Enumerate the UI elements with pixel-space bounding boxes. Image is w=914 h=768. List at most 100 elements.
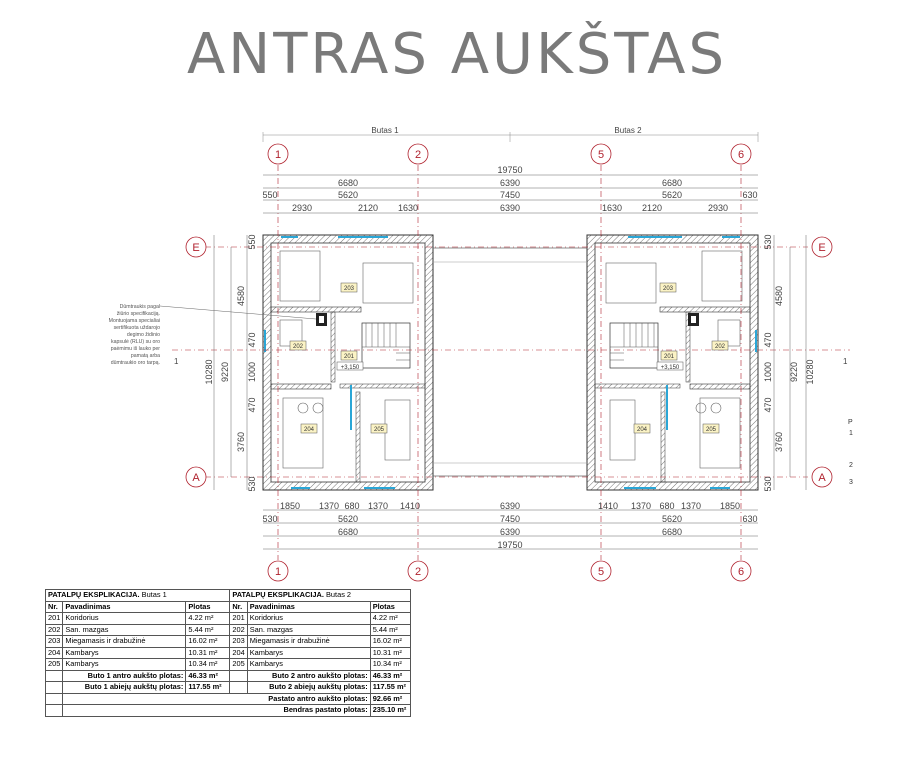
table-cell: 205: [44, 658, 64, 671]
table-summary-row: Buto 1 abiejų aukštų plotas: 117.55 m² B…: [44, 681, 411, 694]
dim-text: 5620: [338, 190, 358, 200]
table-cell: Kambarys: [62, 646, 187, 659]
dim-text: 1000: [247, 362, 257, 382]
table-cell: Miegamasis ir drabužinė: [62, 635, 187, 648]
table-summary-row: Buto 1 antro aukšto plotas: 46.33 m² But…: [44, 669, 411, 682]
room-tag: 205: [706, 427, 717, 433]
dim-text: 2930: [292, 203, 312, 213]
axis-label: 2: [415, 566, 421, 578]
dim-text: 6390: [500, 203, 520, 213]
dim-text: 680: [659, 501, 674, 511]
dim-text: 6390: [500, 501, 520, 511]
table-cell: 16.02 m²: [185, 635, 231, 648]
table-cell: 16.02 m²: [369, 635, 411, 648]
dim-text: 550: [247, 234, 257, 249]
summary-label: Buto 1 antro aukšto plotas:: [62, 669, 187, 682]
summary-label: Pastato antro aukšto plotas:: [62, 692, 371, 705]
dim-text: 9220: [789, 362, 799, 382]
page-title: ANTRAS AUKŠTAS: [187, 22, 727, 87]
table-cell: Kambarys: [246, 658, 371, 671]
dim-text: 1850: [280, 501, 300, 511]
dim-text: 6680: [338, 178, 358, 188]
table-cell: San. mazgas: [62, 623, 187, 636]
dim-text: 1370: [368, 501, 388, 511]
summary-value: 46.33 m²: [185, 669, 231, 682]
summary-value: 235.10 m²: [369, 704, 411, 717]
table-summary-row: Bendras pastato plotas: 235.10 m²: [44, 704, 411, 717]
section-mark: 1: [843, 357, 848, 366]
level-mark: +3,150: [341, 365, 360, 371]
room-tag: 202: [715, 344, 726, 350]
summary-label: Buto 1 abiejų aukštų plotas:: [62, 681, 187, 694]
dim-text: 3760: [774, 432, 784, 452]
dim-text: 470: [763, 397, 773, 412]
dim-text: 4580: [236, 286, 246, 306]
table-cell: Koridorius: [62, 612, 187, 625]
dim-text: 470: [247, 332, 257, 347]
table-cell: 10.31 m²: [369, 646, 411, 659]
axis-label: 5: [598, 149, 604, 161]
dim-text: 5620: [338, 514, 358, 524]
room-tag: 201: [344, 354, 355, 360]
floor-plan: 1 2 5 6 1 2 5 6 E E A A Butas 1 Butas 2 …: [109, 126, 853, 582]
note-line: paėmimu iš lauko per: [111, 346, 161, 352]
apartment-label: Butas 1: [371, 126, 399, 135]
dim-text: 2120: [358, 203, 378, 213]
table-cell: Koridorius: [246, 612, 371, 625]
room-tag: 201: [664, 354, 675, 360]
side-label: 3: [849, 479, 853, 486]
column-header: Plotas: [369, 600, 411, 613]
summary-label: Buto 2 abiejų aukštų plotas:: [246, 681, 371, 694]
table-cell: 202: [44, 623, 64, 636]
room-tag: 202: [293, 344, 304, 350]
dim-text: 3760: [236, 432, 246, 452]
room-tag: 204: [304, 427, 315, 433]
dim-text: 2120: [642, 203, 662, 213]
room-tag: 205: [374, 427, 385, 433]
table-cell: 4.22 m²: [369, 612, 411, 625]
dim-text: 1370: [681, 501, 701, 511]
table-title: PATALPŲ EKSPLIKACIJA. Butas 1: [44, 589, 231, 602]
table-cell: 205: [229, 658, 248, 671]
table-cell: Kambarys: [62, 658, 187, 671]
dim-text: 6680: [662, 178, 682, 188]
level-mark: +3,150: [661, 365, 680, 371]
table-cell: 203: [229, 635, 248, 648]
table-cell: 5.44 m²: [369, 623, 411, 636]
dim-text: 5620: [662, 190, 682, 200]
dim-text: 19750: [497, 540, 522, 550]
dim-text: 7450: [500, 190, 520, 200]
table-cell: Kambarys: [246, 646, 371, 659]
table-cell: 4.22 m²: [185, 612, 231, 625]
column-header: Nr.: [44, 600, 64, 613]
summary-value: 92.66 m²: [369, 692, 411, 705]
dim-text: 6390: [500, 178, 520, 188]
table-cell: 202: [229, 623, 248, 636]
dim-text: 1410: [400, 501, 420, 511]
dim-text: 470: [763, 332, 773, 347]
dim-text: 10280: [204, 359, 214, 384]
table-cell: 204: [44, 646, 64, 659]
dim-text: 630: [742, 514, 757, 524]
table-title: PATALPŲ EKSPLIKACIJA. Butas 2: [229, 589, 411, 602]
dim-text: 530: [763, 234, 773, 249]
summary-value: 117.55 m²: [185, 681, 231, 694]
summary-label: Buto 2 antro aukšto plotas:: [246, 669, 371, 682]
dim-text: 1370: [631, 501, 651, 511]
dim-text: 2930: [708, 203, 728, 213]
apartment-label: Butas 2: [614, 126, 642, 135]
room-tag: 203: [663, 286, 674, 292]
table-title-row: PATALPŲ EKSPLIKACIJA. Butas 1 PATALPŲ EK…: [44, 589, 411, 602]
table-cell: Miegamasis ir drabužinė: [246, 635, 371, 648]
dim-text: 1410: [598, 501, 618, 511]
summary-value: 117.55 m²: [369, 681, 411, 694]
note-line: pamatą arba: [131, 353, 160, 359]
dim-text: 630: [742, 190, 757, 200]
table-cell: 10.34 m²: [369, 658, 411, 671]
dim-text: 1630: [398, 203, 418, 213]
axis-label: 1: [275, 149, 281, 161]
